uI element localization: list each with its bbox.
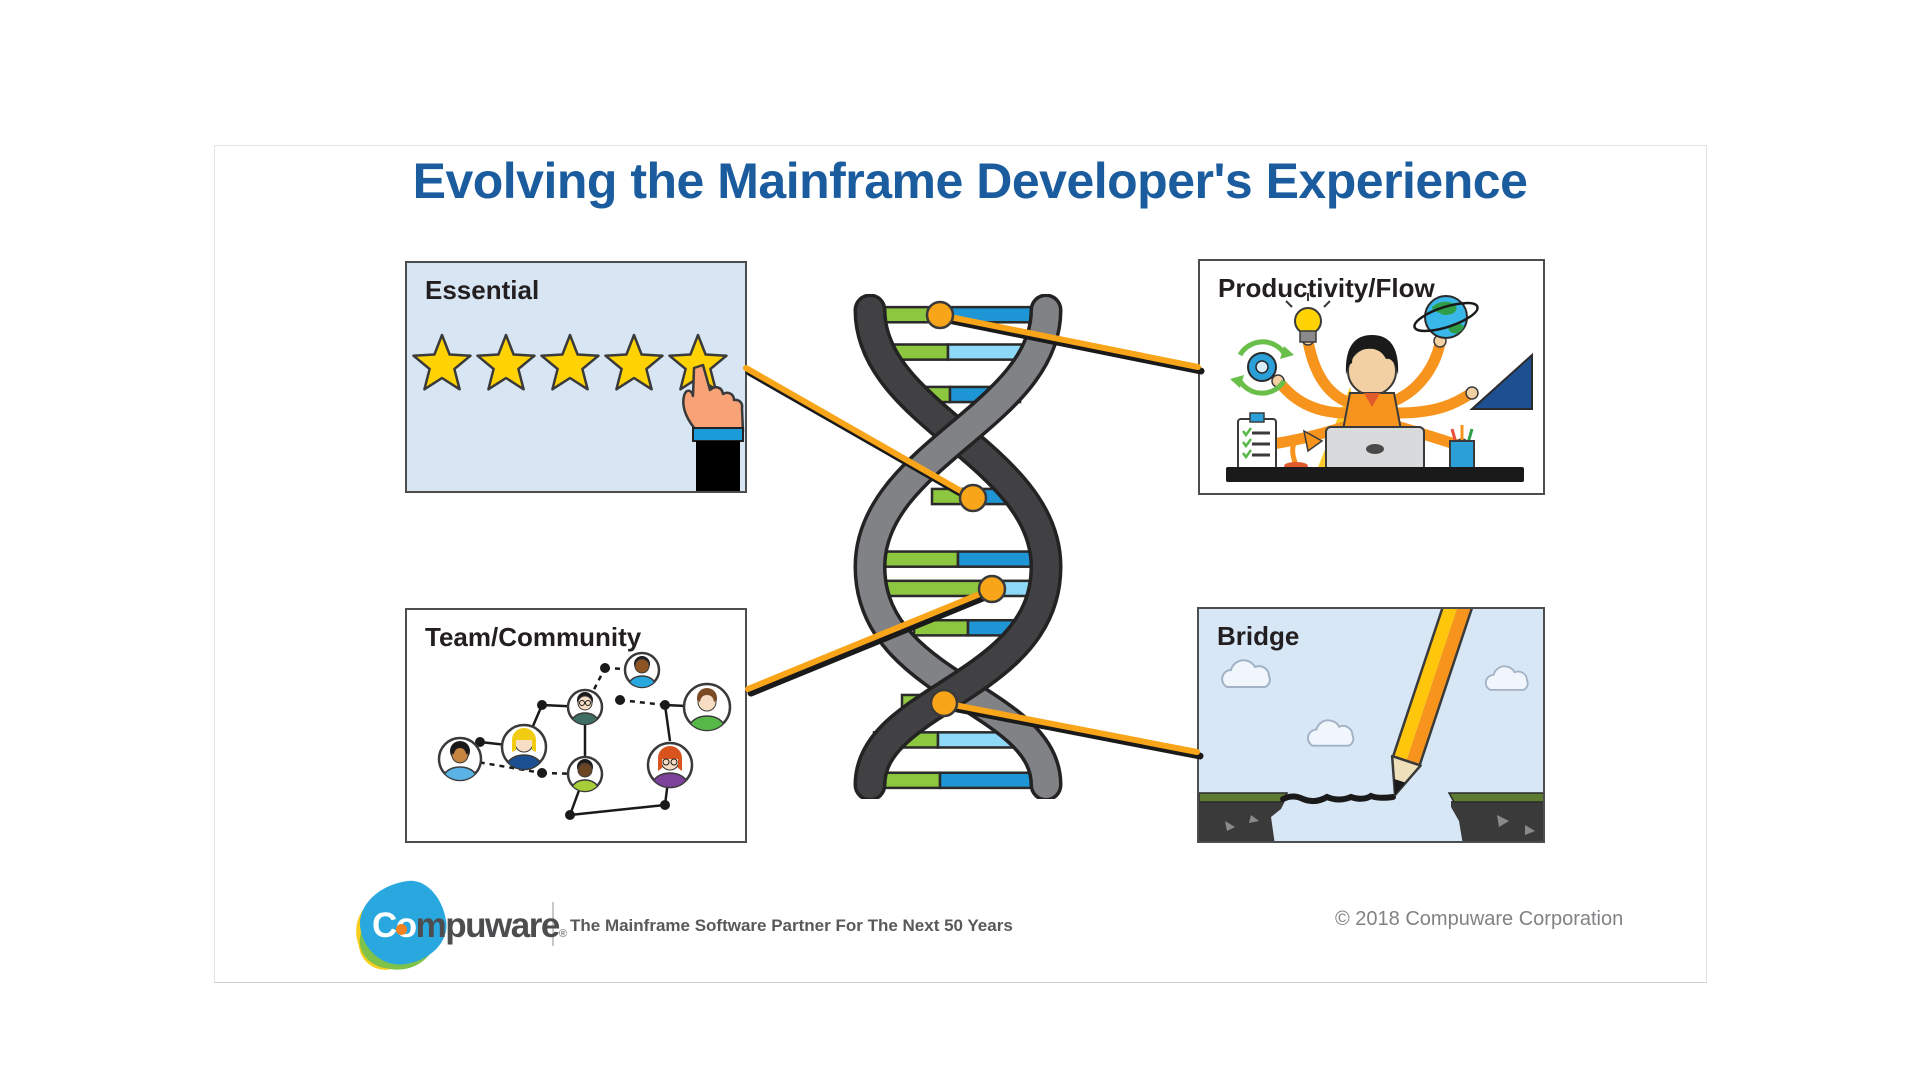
logo-wordmark: Compuware®	[372, 906, 567, 946]
panel-team-label: Team/Community	[425, 622, 642, 652]
logo-text-rest: mpuware	[415, 906, 561, 945]
footer-tagline: The Mainframe Software Partner For The N…	[570, 916, 1013, 935]
logo-registered-mark: ®	[558, 928, 567, 940]
panel-productivity-label: Productivity/Flow	[1218, 273, 1435, 303]
pencil-cup-icon	[1449, 425, 1475, 469]
avatar-person-lime-shirt	[566, 755, 604, 793]
cloud-icon	[1221, 659, 1529, 747]
multitasking-person-illustration	[1226, 293, 1533, 482]
panel-bridge: Bridge	[1197, 607, 1545, 843]
compuware-logo: Compuware®	[348, 876, 567, 977]
megaphone-triangle-icon	[1469, 352, 1533, 410]
pencil-icon	[1390, 609, 1479, 797]
panel-productivity-flow: Productivity/Flow	[1198, 259, 1545, 495]
people-network-illustration	[437, 651, 732, 820]
avatar-man-lightblue-shirt	[437, 736, 483, 782]
globe-icon	[1413, 295, 1479, 339]
drawn-bridge-line	[1280, 792, 1396, 805]
dna-helix-illustration	[853, 294, 1063, 799]
pencil-drawing-bridge-illustration	[1199, 609, 1543, 841]
footer-copyright: © 2018 Compuware Corporation	[1335, 908, 1624, 930]
process-gear-icon	[1230, 339, 1294, 396]
avatar-redhead-woman	[646, 741, 694, 789]
panel-essential-label: Essential	[425, 275, 540, 305]
logo-text-highlight: Co	[372, 906, 417, 945]
clipboard-icon	[1237, 412, 1277, 470]
panel-essential: Essential	[405, 261, 747, 493]
footer-divider	[552, 902, 554, 946]
lightbulb-icon	[1285, 293, 1331, 343]
avatar-man-glasses	[566, 688, 604, 726]
laptop-icon	[1325, 426, 1425, 472]
panel-team-community: Team/Community	[405, 608, 747, 843]
logo-o-dot	[396, 924, 407, 935]
panel-bridge-label: Bridge	[1217, 621, 1300, 651]
slide-title: Evolving the Mainframe Developer's Exper…	[412, 153, 1528, 209]
avatar-man-green-shirt	[682, 682, 732, 732]
pointing-hand-icon	[682, 363, 745, 491]
avatar-man-blue-shirt	[623, 651, 661, 689]
